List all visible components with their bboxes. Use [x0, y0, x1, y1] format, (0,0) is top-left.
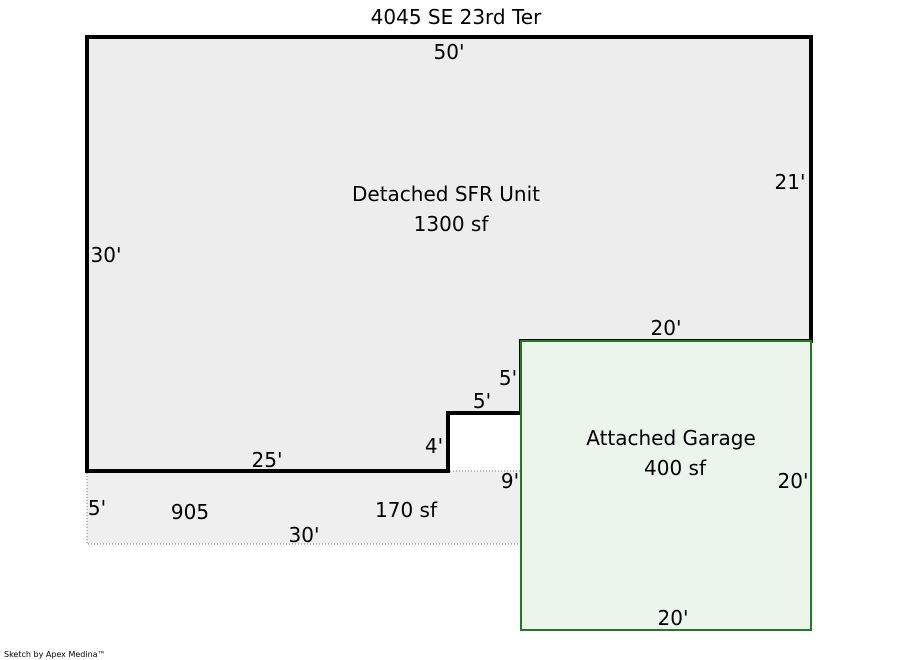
patio-area-code: 905 — [171, 500, 209, 524]
garage-area-name: Attached Garage — [586, 426, 756, 450]
main-area-name: Detached SFR Unit — [352, 182, 540, 206]
dim-garage-left: 9' — [501, 469, 519, 493]
patio-area-size: 170 sf — [375, 498, 438, 522]
dim-garage-notch: 5' — [499, 366, 517, 390]
dim-garage-bottom: 20' — [658, 606, 689, 630]
main-area-size: 1300 sf — [414, 212, 490, 236]
dim-garage-right: 20' — [778, 469, 809, 493]
dim-patio-left: 5' — [88, 496, 106, 520]
dim-garage-top: 20' — [651, 316, 682, 340]
sketch-credit: Sketch by Apex Medina™ — [4, 650, 106, 659]
dim-step-horizontal: 5' — [473, 389, 491, 413]
dim-main-left: 30' — [91, 243, 122, 267]
dim-main-top: 50' — [434, 40, 465, 64]
dim-step-vertical: 4' — [425, 434, 443, 458]
dim-patio-bottom: 30' — [289, 523, 320, 547]
dim-main-bottom: 25' — [252, 448, 283, 472]
garage-area — [520, 340, 812, 631]
dim-main-right: 21' — [775, 170, 806, 194]
sketch-title: 4045 SE 23rd Ter — [371, 5, 542, 29]
patio-area — [86, 470, 522, 545]
garage-area-size: 400 sf — [644, 456, 707, 480]
